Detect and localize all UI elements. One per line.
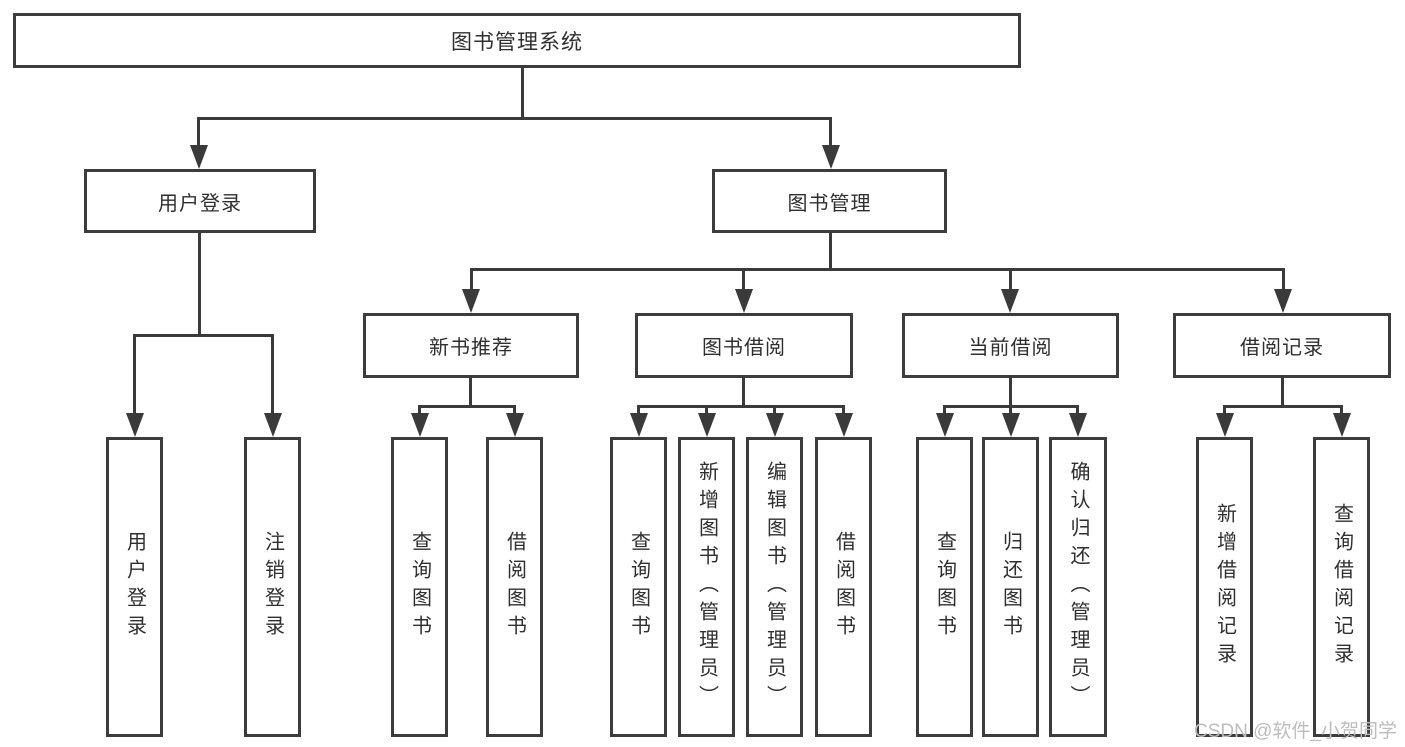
connector-line xyxy=(1076,405,1079,418)
arrow-down-icon xyxy=(822,145,840,169)
node-label: 新书推荐 xyxy=(429,337,513,359)
connector-line xyxy=(197,117,832,120)
node-label: 查询图书 xyxy=(408,531,431,643)
arrow-down-icon xyxy=(1274,289,1292,313)
connector-line xyxy=(513,405,516,418)
node-user-login: 用户登录 xyxy=(84,169,316,233)
connector-line xyxy=(197,117,200,148)
connector-line xyxy=(469,376,472,408)
node-query-books-leaf-2: 查询图书 xyxy=(610,437,667,737)
node-new-book-recommendation: 新书推荐 xyxy=(363,313,579,378)
node-label: 确认归还（管理员） xyxy=(1067,461,1089,713)
node-book-borrowing: 图书借阅 xyxy=(635,313,853,378)
watermark: CSDN @软件_小贺同学 xyxy=(1194,721,1397,742)
connector-line xyxy=(1281,376,1284,408)
node-add-book-admin-leaf: 新增图书（管理员） xyxy=(678,437,735,737)
connector-line xyxy=(773,405,776,418)
node-return-books-leaf: 归还图书 xyxy=(982,437,1039,737)
node-borrow-books-leaf: 借阅图书 xyxy=(486,437,543,737)
arrow-down-icon xyxy=(506,413,524,437)
node-query-books-leaf: 查询图书 xyxy=(391,437,448,737)
node-label: 归还图书 xyxy=(999,531,1022,643)
node-label: 新增图书（管理员） xyxy=(695,461,718,713)
node-label: 图书管理 xyxy=(787,192,872,215)
arrow-down-icon xyxy=(411,413,429,437)
node-label: 图书管理系统 xyxy=(451,30,583,54)
node-borrowing-records: 借阅记录 xyxy=(1173,313,1391,378)
connector-line xyxy=(742,268,745,294)
connector-line xyxy=(829,233,832,271)
arrow-down-icon xyxy=(630,413,648,437)
arrow-down-icon xyxy=(1216,413,1234,437)
connector-line xyxy=(1340,405,1343,418)
connector-line xyxy=(742,376,745,408)
connector-line xyxy=(637,405,845,408)
connector-line xyxy=(705,405,708,418)
node-label: 新增借阅记录 xyxy=(1213,503,1236,671)
connector-line xyxy=(943,405,946,418)
connector-line xyxy=(1223,405,1226,418)
node-label: 查询借阅记录 xyxy=(1330,503,1353,671)
connector-line xyxy=(1009,376,1012,408)
node-label: 注销登录 xyxy=(261,531,284,643)
connector-line xyxy=(521,66,524,119)
arrow-down-icon xyxy=(1002,413,1020,437)
connector-line xyxy=(133,334,274,337)
arrow-down-icon xyxy=(190,145,208,169)
arrow-down-icon xyxy=(126,413,144,437)
node-book-management-system: 图书管理系统 xyxy=(13,13,1021,68)
node-label: 查询图书 xyxy=(627,531,650,643)
connector-line xyxy=(470,268,473,294)
arrow-down-icon xyxy=(1333,413,1351,437)
node-edit-book-admin-leaf: 编辑图书（管理员） xyxy=(746,437,803,737)
node-current-borrowing: 当前借阅 xyxy=(902,313,1119,378)
node-label: 用户登录 xyxy=(158,192,242,215)
node-label: 查询图书 xyxy=(933,531,956,643)
node-label: 借阅图书 xyxy=(503,531,526,643)
arrow-down-icon xyxy=(698,413,716,437)
connector-line xyxy=(470,268,1285,271)
node-borrow-books-leaf-2: 借阅图书 xyxy=(815,437,872,737)
node-label: 当前借阅 xyxy=(968,337,1053,359)
node-confirm-return-admin-leaf: 确认归还（管理员） xyxy=(1049,437,1107,737)
connector-line xyxy=(133,334,136,416)
node-logout-leaf: 注销登录 xyxy=(244,437,301,737)
node-query-books-leaf-3: 查询图书 xyxy=(916,437,973,737)
node-label: 借阅图书 xyxy=(832,531,855,643)
arrow-down-icon xyxy=(264,413,282,437)
connector-line xyxy=(829,117,832,148)
arrow-down-icon xyxy=(936,413,954,437)
node-add-borrow-record-leaf: 新增借阅记录 xyxy=(1196,437,1253,737)
connector-line xyxy=(842,405,845,418)
connector-line xyxy=(1282,268,1285,294)
node-user-login-leaf: 用户登录 xyxy=(106,437,163,737)
connector-line xyxy=(1009,268,1012,294)
connector-line xyxy=(418,405,421,418)
arrow-down-icon xyxy=(766,413,784,437)
node-query-borrow-record-leaf: 查询借阅记录 xyxy=(1313,437,1370,737)
connector-line xyxy=(1223,405,1343,408)
node-label: 借阅记录 xyxy=(1240,337,1324,359)
connector-line xyxy=(637,405,640,418)
node-label: 编辑图书（管理员） xyxy=(763,461,786,713)
arrow-down-icon xyxy=(835,413,853,437)
arrow-down-icon xyxy=(462,289,480,313)
connector-line xyxy=(1009,405,1012,418)
arrow-down-icon xyxy=(1001,289,1019,313)
arrow-down-icon xyxy=(1069,413,1087,437)
node-label: 用户登录 xyxy=(123,531,146,643)
node-label: 图书借阅 xyxy=(702,337,786,359)
arrow-down-icon xyxy=(735,289,753,313)
connector-line xyxy=(418,405,516,408)
node-book-management: 图书管理 xyxy=(712,169,947,233)
connector-line xyxy=(271,334,274,416)
connector-line xyxy=(198,233,201,337)
